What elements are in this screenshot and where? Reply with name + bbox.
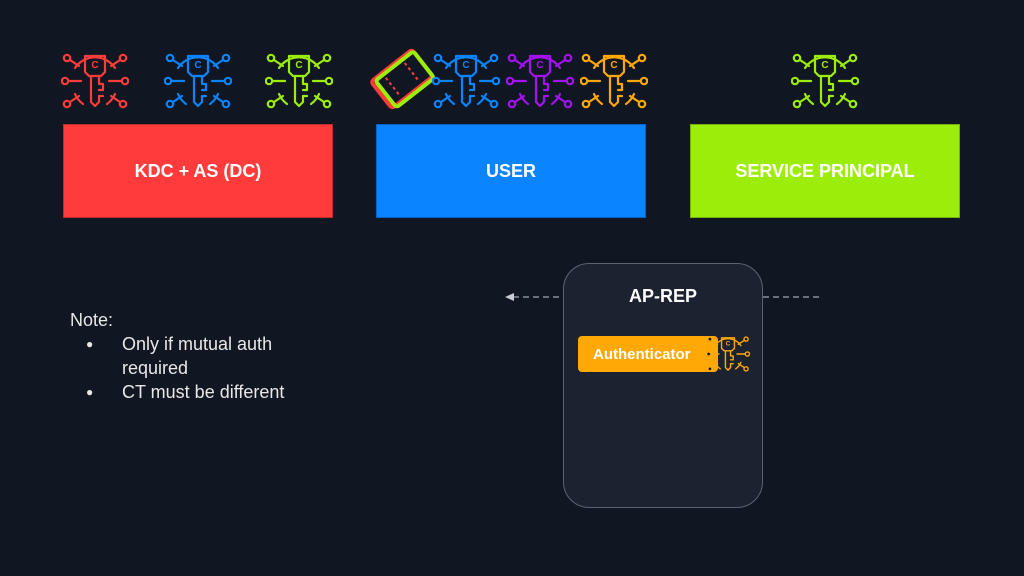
key-letter: C: [462, 60, 469, 71]
note-item: Only if mutual auth required: [70, 332, 322, 380]
authenticator-label: Authenticator: [593, 345, 691, 363]
note-item: CT must be different: [70, 380, 322, 404]
user-orange-key-icon: C: [580, 53, 648, 109]
message-title: AP-REP: [628, 286, 697, 306]
kdc-key-icon: C: [61, 53, 129, 109]
ap-rep-message-card: AP-REP: [563, 263, 763, 508]
note-list: Only if mutual auth required CT must be …: [70, 332, 322, 404]
service-principal-box: SERVICE PRINCIPAL: [690, 124, 960, 218]
note: Note: Only if mutual auth required CT mu…: [70, 308, 322, 404]
ticket-icon: [370, 48, 435, 110]
key-letter: C: [726, 341, 731, 348]
user-box: USER: [376, 124, 646, 218]
service-principal-key-icon: C: [791, 53, 859, 109]
user-purple-key-icon: C: [506, 53, 574, 109]
key-letter: C: [821, 60, 828, 71]
authenticator-chip: Authenticator: [578, 336, 718, 372]
user-blue-key-icon: C: [432, 53, 500, 109]
key-letter: C: [295, 60, 302, 71]
authenticator-key-icon: C: [705, 336, 751, 372]
key-letter: C: [610, 60, 617, 71]
kdc-box: KDC + AS (DC): [63, 124, 333, 218]
note-heading: Note:: [70, 310, 114, 330]
service-key-icon: C: [265, 53, 333, 109]
key-letter: C: [194, 60, 201, 71]
user-label: USER: [485, 160, 536, 181]
kdc-label: KDC + AS (DC): [134, 160, 262, 181]
key-letter: C: [536, 60, 543, 71]
key-letter: C: [91, 60, 98, 71]
user-key-icon: C: [164, 53, 232, 109]
service-principal-label: SERVICE PRINCIPAL: [735, 160, 915, 181]
